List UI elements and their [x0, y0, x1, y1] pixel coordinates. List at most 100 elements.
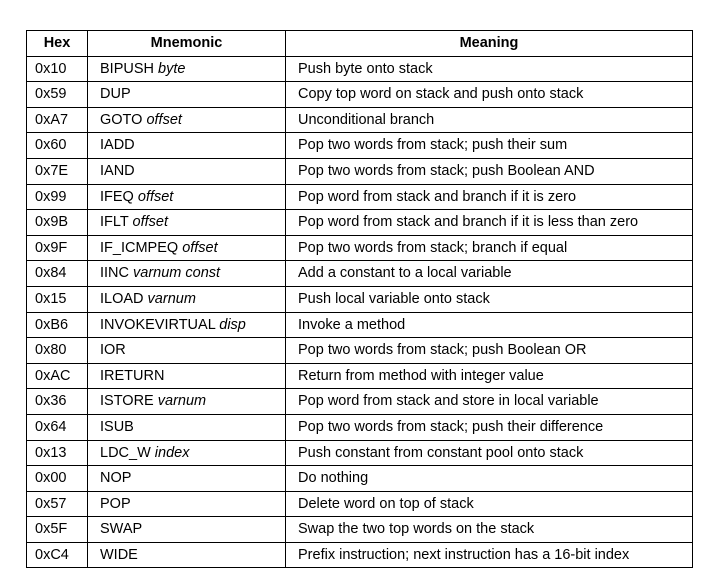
hex-cell: 0x99	[26, 183, 88, 211]
mnemonic-opcode: IINC	[100, 265, 129, 282]
mnemonic-opcode: ILOAD	[100, 290, 144, 307]
table-row: 0x60 IADD Pop two words from stack; push t…	[26, 132, 693, 159]
table-row: 0x64 ISUB Pop two words from stack; push t…	[26, 413, 693, 441]
hex-cell: 0x00	[26, 465, 88, 492]
mnemonic-operand: offset	[146, 111, 182, 128]
header-mnemonic: Mnemonic	[87, 30, 286, 57]
mnemonic-opcode: ISTORE	[100, 393, 154, 410]
meaning-cell: Pop word from stack and store in local v…	[285, 388, 693, 415]
mnemonic-operand: byte	[158, 60, 186, 77]
header-meaning: Meaning	[285, 30, 693, 57]
mnemonic-operand: offset	[137, 188, 174, 205]
mnemonic-cell: WIDE	[87, 541, 286, 569]
meaning-cell: Pop word from stack and branch if it is …	[285, 183, 693, 211]
mnemonic-opcode: ISUB	[100, 418, 134, 435]
meaning-cell: Prefix instruction; next instruction has…	[285, 541, 693, 569]
mnemonic-opcode: IAND	[100, 163, 135, 180]
mnemonic-opcode: IFLT	[100, 214, 129, 231]
mnemonic-opcode: GOTO	[100, 111, 143, 128]
meaning-cell: Add a constant to a local variable	[285, 260, 693, 287]
mnemonic-opcode: IFEQ	[100, 188, 134, 205]
hex-cell: 0xB6	[26, 311, 88, 339]
table-row: 0xAC IRETURN Return from method with integ…	[26, 362, 693, 390]
mnemonic-cell: IRETURN	[87, 362, 286, 390]
header-row: Hex Mnemonic Meaning	[26, 30, 693, 57]
meaning-cell: Swap the two top words on the stack	[285, 516, 693, 543]
mnemonic-opcode: IADD	[100, 137, 135, 154]
hex-cell: 0xC4	[26, 541, 88, 569]
hex-cell: 0xAC	[26, 362, 88, 390]
mnemonic-opcode: IRETURN	[100, 367, 165, 384]
table-row: 0x9F IF_ICMPEQ offset Pop two words from s…	[26, 234, 693, 262]
meaning-cell: Pop two words from stack; push Boolean A…	[285, 157, 693, 185]
mnemonic-operand: offset	[132, 214, 168, 231]
hex-cell: 0x7E	[26, 157, 88, 185]
hex-cell: 0x84	[26, 260, 88, 287]
mnemonic-cell: NOP	[87, 465, 286, 492]
mnemonic-cell: POP	[87, 490, 286, 518]
hex-cell: 0x10	[26, 55, 88, 83]
hex-cell: 0x64	[26, 413, 88, 441]
meaning-cell: Push local variable onto stack	[285, 285, 693, 313]
meaning-cell: Invoke a method	[285, 311, 693, 339]
mnemonic-cell: ISUB	[87, 413, 286, 441]
mnemonic-cell: IFLT offset	[87, 209, 286, 236]
table-row: 0x59 DUP Copy top word on stack and push o…	[26, 81, 693, 108]
mnemonic-cell: LDC_W index	[87, 439, 286, 467]
mnemonic-opcode: DUP	[100, 86, 131, 103]
mnemonic-cell: IADD	[87, 132, 286, 159]
meaning-cell: Pop two words from stack; push their dif…	[285, 413, 693, 441]
hex-cell: 0x59	[26, 81, 88, 108]
mnemonic-opcode: IOR	[100, 342, 126, 359]
mnemonic-operand: varnum const	[133, 265, 221, 282]
meaning-cell: Delete word on top of stack	[285, 490, 693, 518]
meaning-cell: Do nothing	[285, 465, 693, 492]
hex-cell: 0x36	[26, 388, 88, 415]
meaning-cell: Pop two words from stack; branch if equa…	[285, 234, 693, 262]
mnemonic-cell: ILOAD varnum	[87, 285, 286, 313]
meaning-cell: Pop two words from stack; push their sum	[285, 132, 693, 159]
mnemonic-operand: index	[154, 444, 190, 461]
hex-cell: 0x57	[26, 490, 88, 518]
hex-cell: 0x60	[26, 132, 88, 159]
hex-cell: 0xA7	[26, 106, 88, 134]
hex-cell: 0x15	[26, 285, 88, 313]
meaning-cell: Pop word from stack and branch if it is …	[285, 209, 693, 236]
mnemonic-cell: ISTORE varnum	[87, 388, 286, 415]
meaning-cell: Copy top word on stack and push onto sta…	[285, 81, 693, 108]
header-hex: Hex	[26, 30, 88, 57]
table-row: 0x80 IOR Pop two words from stack; push Bo…	[26, 337, 693, 364]
mnemonic-opcode: LDC_W	[100, 444, 151, 461]
mnemonic-opcode: POP	[100, 495, 131, 512]
meaning-cell: Push byte onto stack	[285, 55, 693, 83]
meaning-cell: Return from method with integer value	[285, 362, 693, 390]
mnemonic-cell: IINC varnum const	[87, 260, 286, 287]
mnemonic-operand: offset	[182, 239, 218, 256]
mnemonic-opcode: SWAP	[100, 521, 143, 538]
hex-cell: 0x9F	[26, 234, 88, 262]
mnemonic-operand: varnum	[157, 393, 207, 410]
mnemonic-cell: IFEQ offset	[87, 183, 286, 211]
mnemonic-opcode: IF_ICMPEQ	[100, 239, 179, 256]
mnemonic-cell: INVOKEVIRTUAL disp	[87, 311, 286, 339]
mnemonic-cell: IAND	[87, 157, 286, 185]
meaning-cell: Push constant from constant pool onto st…	[285, 439, 693, 467]
mnemonic-cell: SWAP	[87, 516, 286, 543]
meaning-cell: Pop two words from stack; push Boolean O…	[285, 337, 693, 364]
hex-cell: 0x80	[26, 337, 88, 364]
mnemonic-cell: GOTO offset	[87, 106, 286, 134]
